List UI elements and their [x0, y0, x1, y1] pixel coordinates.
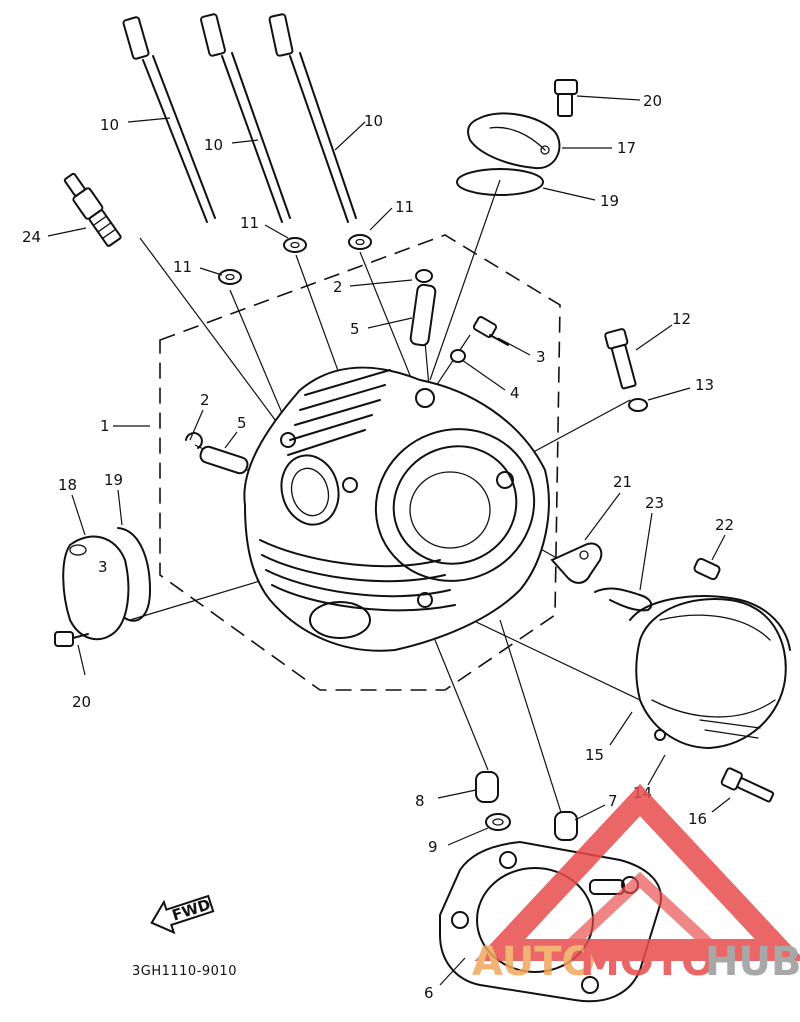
callout-6: 6	[424, 984, 434, 1002]
stud-bolt-10b	[200, 13, 291, 223]
callout-9: 9	[428, 838, 438, 856]
callout-1: 1	[100, 417, 110, 435]
bolt-12	[604, 328, 637, 390]
dowel-pin-8	[475, 771, 499, 803]
callout-3: 3	[536, 348, 546, 366]
washer-11c	[348, 234, 372, 250]
washer-13	[628, 398, 648, 412]
callout-labels: 10 10 10 11 11 11 24 2 5 3 4 20 17 19 12…	[22, 92, 734, 1002]
callout-7: 7	[608, 792, 618, 810]
clip-23	[594, 587, 653, 612]
bolt-16	[720, 767, 775, 803]
watermark-text-3: HUB	[705, 939, 800, 985]
svg-text:3: 3	[98, 558, 108, 576]
watermark-logo: AUTO MOTO HUB	[472, 783, 800, 985]
assembly-outline	[159, 234, 561, 691]
callout-19: 19	[600, 192, 619, 210]
o-ring-19b	[117, 527, 151, 622]
bracket-21	[550, 542, 603, 584]
dowel-pin-7	[554, 811, 578, 841]
cover-17	[467, 112, 561, 170]
callout-10: 10	[364, 112, 383, 130]
spark-plug-24	[63, 172, 122, 247]
side-cover-18: 3	[62, 535, 130, 641]
callout-10: 10	[100, 116, 119, 134]
callout-15: 15	[585, 746, 604, 764]
callout-leaders	[47, 95, 731, 986]
bolt-20a	[554, 79, 578, 117]
callout-11: 11	[173, 258, 192, 276]
callout-2: 2	[200, 391, 210, 409]
washer-4	[450, 349, 466, 363]
washer-11a	[218, 269, 242, 285]
callout-13: 13	[695, 376, 714, 394]
stud-bolt-10a	[122, 16, 216, 223]
callout-16: 16	[688, 810, 707, 828]
bolt-22	[693, 557, 721, 581]
fwd-label: FWD	[170, 895, 213, 924]
callout-17: 17	[617, 139, 636, 157]
callout-8: 8	[415, 792, 425, 810]
callout-5: 5	[237, 414, 247, 432]
valve-guide-5b	[199, 445, 249, 475]
callout-2: 2	[333, 278, 343, 296]
callout-24: 24	[22, 228, 41, 246]
clip-2b	[185, 432, 203, 449]
gasket-15	[629, 595, 791, 651]
callout-20: 20	[643, 92, 662, 110]
valve-guide-5a	[409, 283, 437, 347]
callout-10: 10	[204, 136, 223, 154]
callout-22: 22	[715, 516, 734, 534]
stud-bolt-10c	[268, 13, 357, 223]
bolt-20b	[54, 631, 89, 647]
head-gasket-6	[439, 840, 662, 1003]
callout-21: 21	[613, 473, 632, 491]
valve-cover-14	[635, 598, 787, 750]
o-ring-19a	[456, 168, 544, 196]
callout-5: 5	[350, 320, 360, 338]
clip-2a	[415, 269, 433, 283]
callout-23: 23	[645, 494, 664, 512]
watermark-text-1: AUTO	[472, 939, 596, 985]
bolt-3	[472, 316, 509, 346]
callout-4: 4	[510, 384, 520, 402]
callout-19: 19	[104, 471, 123, 489]
callout-11: 11	[395, 198, 414, 216]
callout-18: 18	[58, 476, 77, 494]
callout-20: 20	[72, 693, 91, 711]
cylinder-head	[243, 366, 550, 652]
callout-11: 11	[240, 214, 259, 232]
forward-arrow: FWD	[150, 894, 215, 935]
callout-12: 12	[672, 310, 691, 328]
washer-11b	[283, 237, 307, 253]
watermark-text-2: MOTO	[580, 939, 715, 985]
o-ring-9	[485, 813, 511, 831]
part-code: 3GH1110-9010	[132, 964, 237, 979]
